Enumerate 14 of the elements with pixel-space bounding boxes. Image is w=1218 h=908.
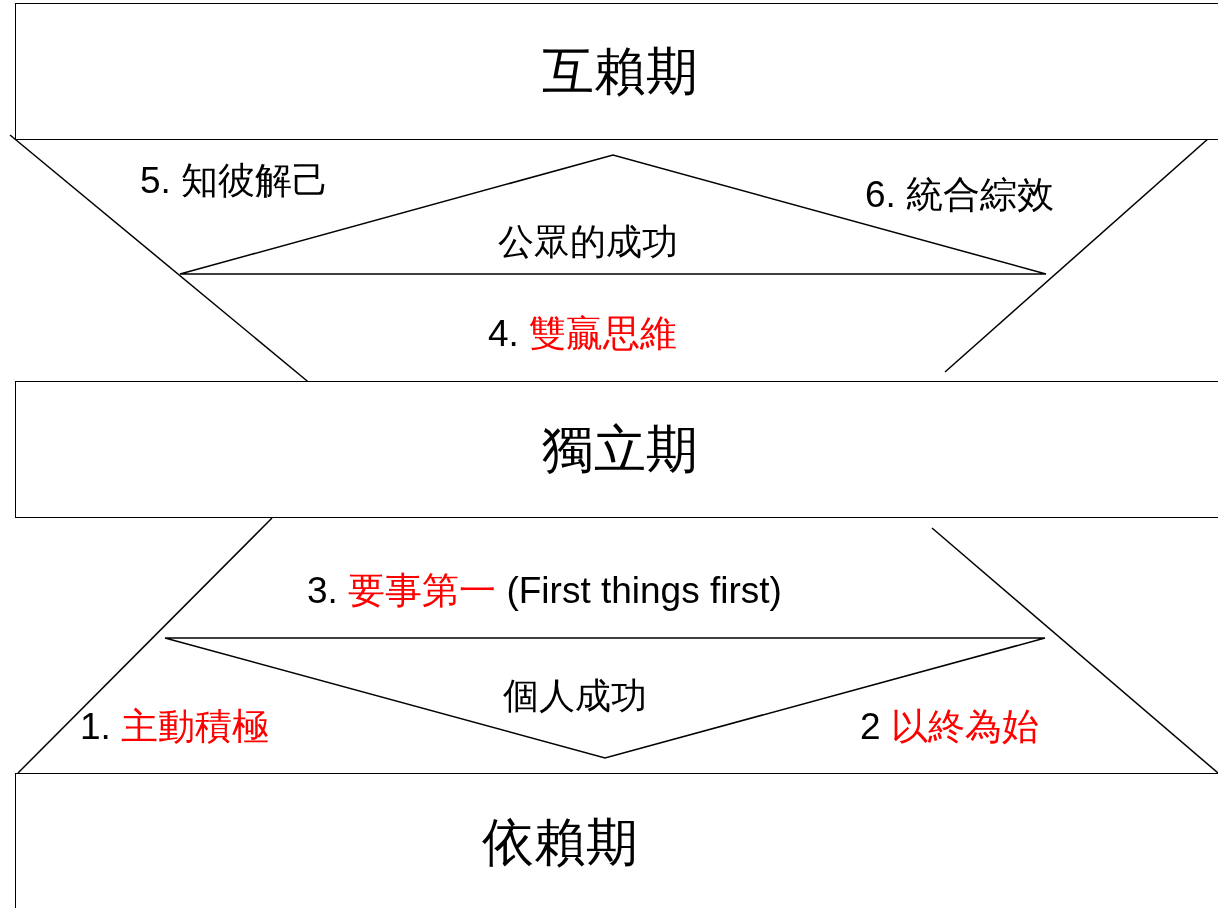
stage-title: 互賴期 [542, 40, 698, 102]
triangle-title: 公眾的成功 [498, 220, 678, 264]
habit-label: 5. 知彼解己 [140, 159, 330, 203]
habit-label: 2 以終為始 [860, 705, 1039, 749]
habit-label: 4. 雙贏思維 [488, 312, 678, 356]
stage-band [15, 3, 1218, 140]
triangle-title: 個人成功 [503, 674, 647, 718]
stage-band [15, 381, 1218, 518]
habit-label: 3. 要事第一 (First things first) [307, 569, 782, 613]
stage-title: 依賴期 [482, 812, 638, 873]
stage-band [15, 773, 1218, 908]
habit-label: 6. 統合綜效 [865, 173, 1055, 217]
stage-title: 獨立期 [542, 418, 698, 480]
habit-label: 1. 主動積極 [80, 705, 270, 749]
